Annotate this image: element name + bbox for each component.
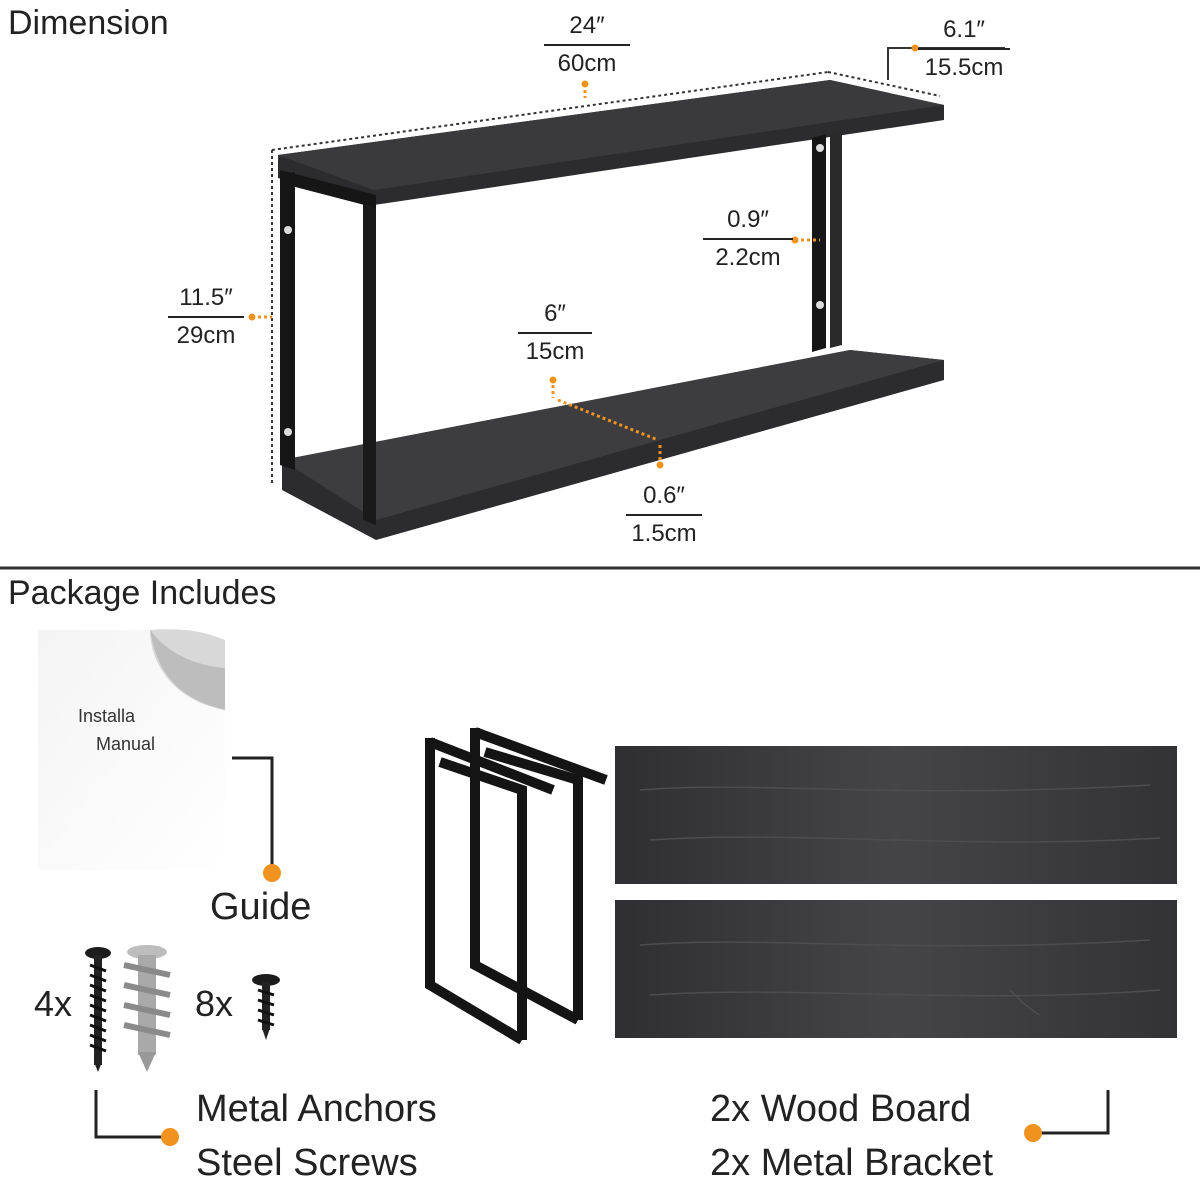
anchor-quantity: 4x (34, 983, 73, 1024)
width-dimension: 24″ 60cm (544, 12, 630, 78)
height-dimension: 11.5″ 29cm (168, 284, 244, 350)
screw-quantity: 8x (195, 983, 234, 1024)
manual-icon (38, 629, 225, 870)
assembled-shelf (248, 44, 1005, 540)
width-imperial: 24″ (544, 12, 630, 46)
parts-label: 2x Wood Board 2x Metal Bracket (710, 1082, 993, 1190)
depth-metric: 15.5cm (924, 54, 1004, 81)
bracket-gap-metric: 2.2cm (715, 244, 781, 271)
shelf-depth-metric: 15cm (525, 338, 585, 365)
screw-icon (85, 947, 111, 1072)
manual-text-line2: Manual (96, 734, 156, 754)
hardware-label-line1: Metal Anchors (196, 1088, 437, 1130)
package-title: Package Includes (8, 574, 277, 612)
manual-text: Installa Manual (78, 702, 155, 758)
board-thickness-metric: 1.5cm (631, 520, 697, 547)
guide-dot-icon (263, 864, 281, 882)
height-metric: 29cm (176, 322, 236, 349)
guide-label: Guide (210, 886, 312, 928)
board-thickness-dimension: 0.6″ 1.5cm (626, 482, 702, 548)
board-thickness-imperial: 0.6″ (626, 482, 702, 516)
parts-dot-icon (1024, 1124, 1042, 1142)
depth-dimension: 6.1″ 15.5cm (918, 16, 1010, 82)
bracket-gap-imperial: 0.9″ (703, 206, 793, 240)
shelf-depth-dimension: 6″ 15cm (518, 300, 592, 366)
parts-label-line2: 2x Metal Bracket (710, 1142, 993, 1184)
bracket-gap-dimension: 0.9″ 2.2cm (703, 206, 793, 272)
width-metric: 60cm (557, 50, 617, 77)
dimension-title: Dimension (8, 4, 169, 42)
short-screw-icon (252, 974, 280, 1040)
height-imperial: 11.5″ (168, 284, 244, 318)
hardware-label: Metal Anchors Steel Screws (196, 1082, 437, 1190)
shelf-depth-imperial: 6″ (518, 300, 592, 334)
depth-imperial: 6.1″ (918, 16, 1010, 50)
parts-label-line1: 2x Wood Board (710, 1088, 972, 1130)
anchor-icon (123, 945, 171, 1072)
metal-bracket-icon (425, 727, 608, 1045)
hardware-label-line2: Steel Screws (196, 1142, 418, 1184)
hardware-dot-icon (161, 1128, 179, 1146)
wood-board-icon (615, 746, 1177, 1038)
manual-text-line1: Installa (78, 706, 136, 726)
